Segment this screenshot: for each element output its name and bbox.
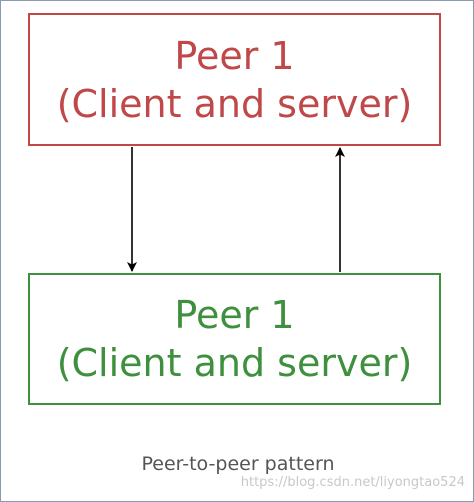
diagram-caption: Peer-to-peer pattern bbox=[141, 453, 335, 475]
peer-node-bottom: Peer 1 (Client and server) bbox=[28, 273, 441, 405]
peer-node-role: (Client and server) bbox=[56, 81, 413, 126]
peer-node-title: Peer 1 bbox=[174, 33, 295, 78]
watermark-text: https://blog.csdn.net/liyongtao524 bbox=[240, 475, 465, 490]
peer-node-title: Peer 1 bbox=[174, 293, 295, 337]
peer-node-top: Peer 1 (Client and server) bbox=[28, 13, 441, 146]
peer-node-role: (Client and server) bbox=[56, 341, 413, 385]
